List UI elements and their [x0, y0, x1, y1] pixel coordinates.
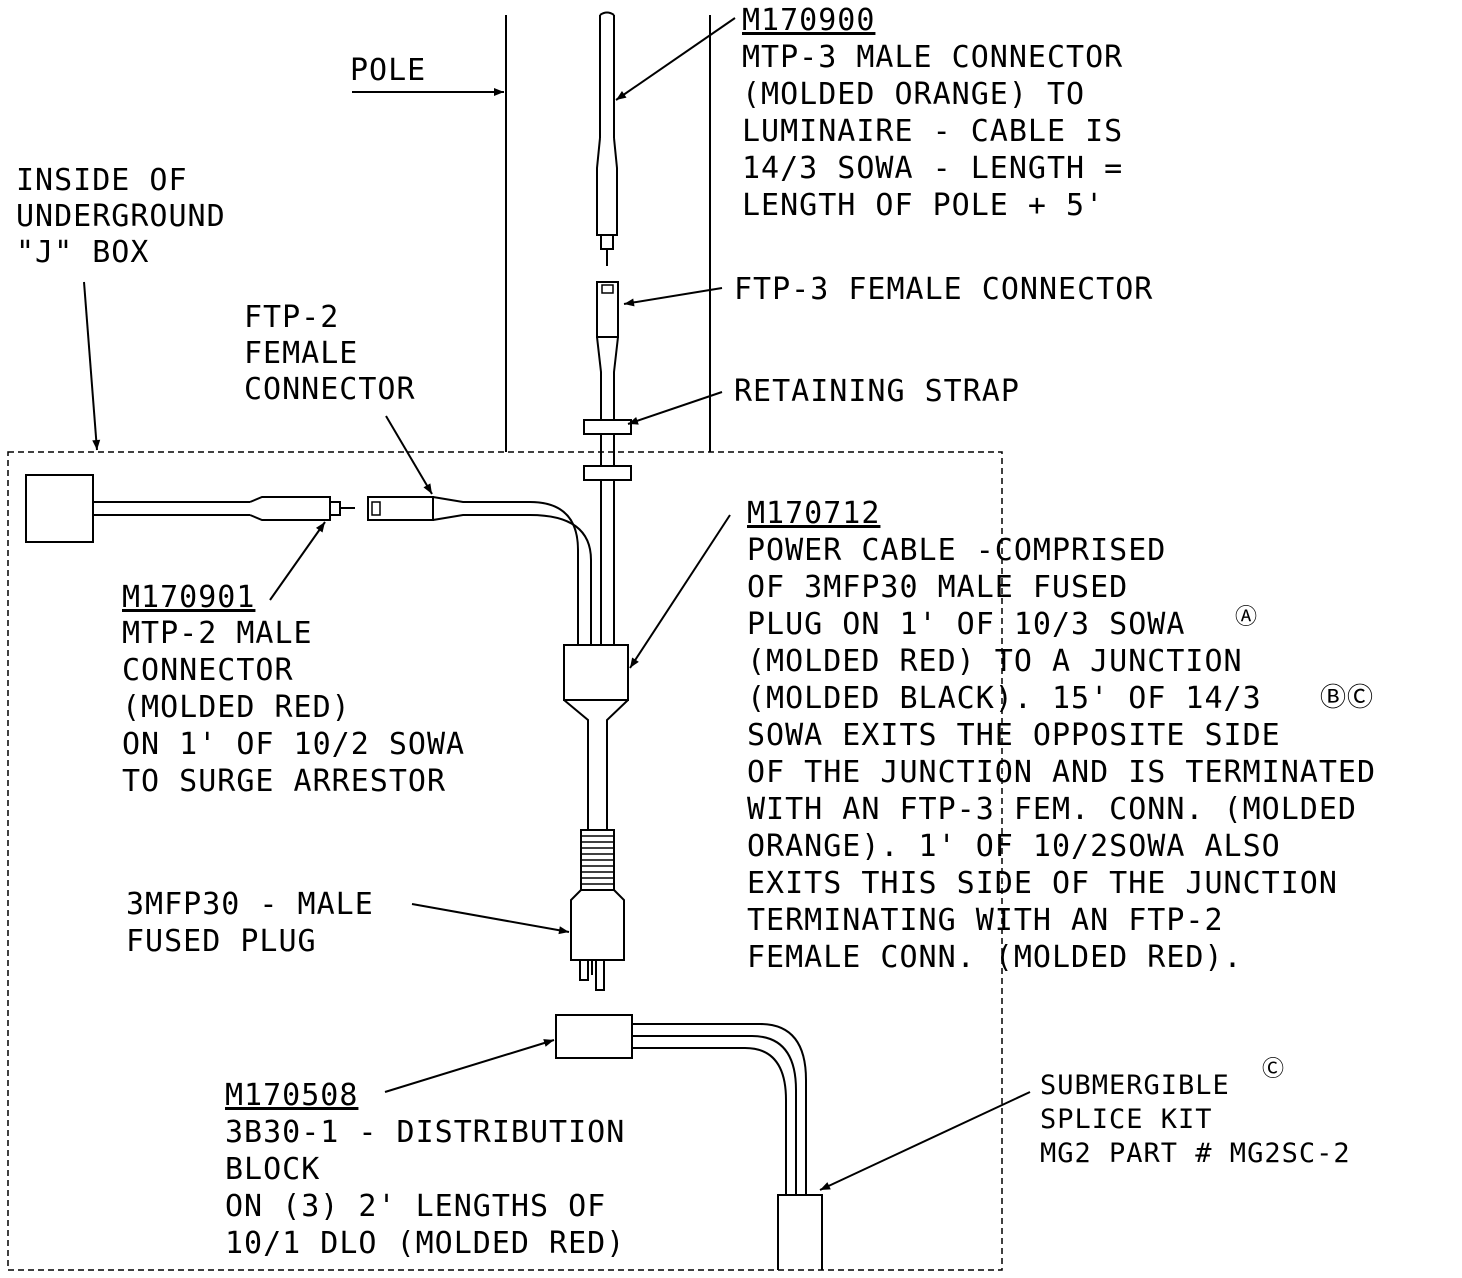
svg-text:BLOCK: BLOCK	[225, 1152, 320, 1187]
svg-text:PLUG ON 1' OF 10/3 SOWA: PLUG ON 1' OF 10/3 SOWA	[747, 607, 1185, 642]
ftp3-label: FTP-3 FEMALE CONNECTOR	[734, 272, 1153, 307]
svg-text:WITH AN FTP-3 FEM. CONN. (MOLD: WITH AN FTP-3 FEM. CONN. (MOLDED	[747, 792, 1357, 827]
pole-outline	[505, 15, 711, 452]
splice-callout: SUBMERGIBLE Ⓒ SPLICE KIT MG2 PART # MG2S…	[1040, 1057, 1351, 1169]
pole-label: POLE	[350, 53, 426, 88]
svg-text:EXITS THIS SIDE OF THE JUNCTIO: EXITS THIS SIDE OF THE JUNCTION	[747, 866, 1338, 901]
svg-text:(MOLDED RED) TO A JUNCTION: (MOLDED RED) TO A JUNCTION	[747, 644, 1243, 679]
retaining-strap-lower	[583, 465, 632, 481]
svg-text:TO SURGE ARRESTOR: TO SURGE ARRESTOR	[122, 764, 446, 799]
m170901-callout: M170901 MTP-2 MALE CONNECTOR (MOLDED RED…	[122, 580, 465, 799]
part-number: M170712	[747, 496, 880, 531]
j-box-label: INSIDE OF UNDERGROUND "J" BOX	[16, 163, 226, 270]
svg-text:MTP-2 MALE: MTP-2 MALE	[122, 616, 313, 651]
svg-text:ON 1' OF 10/2 SOWA: ON 1' OF 10/2 SOWA	[122, 727, 465, 762]
svg-text:(MOLDED BLACK). 15' OF 14/3: (MOLDED BLACK). 15' OF 14/3	[747, 681, 1262, 716]
svg-text:(MOLDED ORANGE) TO: (MOLDED ORANGE) TO	[742, 77, 1085, 112]
svg-text:INSIDE OF: INSIDE OF	[16, 163, 188, 198]
svg-text:UNDERGROUND: UNDERGROUND	[16, 199, 226, 234]
molded-junction	[563, 644, 629, 830]
m170508-callout: M170508 3B30-1 - DISTRIBUTION BLOCK ON (…	[225, 1078, 625, 1261]
svg-text:CONNECTOR: CONNECTOR	[244, 372, 416, 407]
part-number: M170901	[122, 580, 255, 615]
surge-arrestor	[25, 474, 355, 543]
splice-kit	[777, 1194, 823, 1270]
m170900-callout: M170900 MTP-3 MALE CONNECTOR (MOLDED ORA…	[742, 3, 1123, 223]
part-number: M170900	[742, 3, 875, 38]
fused-plug	[570, 829, 625, 991]
m170712-callout: M170712 POWER CABLE -COMPRISED OF 3MFP30…	[747, 496, 1376, 975]
svg-text:LENGTH OF POLE + 5': LENGTH OF POLE + 5'	[742, 188, 1104, 223]
retaining-strap-upper	[583, 419, 632, 435]
svg-text:SUBMERGIBLE: SUBMERGIBLE	[1040, 1070, 1230, 1101]
part-number: M170508	[225, 1078, 358, 1113]
svg-text:14/3 SOWA - LENGTH =: 14/3 SOWA - LENGTH =	[742, 151, 1123, 186]
svg-text:10/1 DLO (MOLDED RED): 10/1 DLO (MOLDED RED)	[225, 1226, 625, 1261]
svg-text:SOWA EXITS THE OPPOSITE SIDE: SOWA EXITS THE OPPOSITE SIDE	[747, 718, 1281, 753]
svg-text:FEMALE: FEMALE	[244, 336, 358, 371]
plug-callout: 3MFP30 - MALE FUSED PLUG	[126, 887, 374, 959]
svg-text:TERMINATING WITH AN FTP-2: TERMINATING WITH AN FTP-2	[747, 903, 1224, 938]
svg-text:3MFP30 - MALE: 3MFP30 - MALE	[126, 887, 374, 922]
svg-text:ON (3) 2' LENGTHS OF: ON (3) 2' LENGTHS OF	[225, 1189, 606, 1224]
mtp3-male-connector	[596, 11, 618, 266]
svg-text:MTP-3 MALE CONNECTOR: MTP-3 MALE CONNECTOR	[742, 40, 1123, 75]
svg-text:FEMALE CONN. (MOLDED RED).: FEMALE CONN. (MOLDED RED).	[747, 940, 1243, 975]
svg-text:MG2 PART # MG2SC-2: MG2 PART # MG2SC-2	[1040, 1138, 1351, 1169]
ftp2-callout: FTP-2 FEMALE CONNECTOR	[244, 300, 416, 407]
svg-text:SPLICE KIT: SPLICE KIT	[1040, 1104, 1213, 1135]
svg-text:"J" BOX: "J" BOX	[16, 235, 149, 270]
svg-text:CONNECTOR: CONNECTOR	[122, 653, 294, 688]
svg-text:3B30-1 - DISTRIBUTION: 3B30-1 - DISTRIBUTION	[225, 1115, 625, 1150]
svg-text:OF 3MFP30 MALE FUSED: OF 3MFP30 MALE FUSED	[747, 570, 1128, 605]
svg-text:LUMINAIRE - CABLE IS: LUMINAIRE - CABLE IS	[742, 114, 1123, 149]
svg-text:(MOLDED RED): (MOLDED RED)	[122, 690, 351, 725]
svg-text:POWER CABLE -COMPRISED: POWER CABLE -COMPRISED	[747, 533, 1166, 568]
ftp3-female-connector	[596, 281, 619, 420]
note-c-marker: Ⓒ	[1262, 1057, 1285, 1082]
leader-lines	[83, 17, 1031, 1191]
note-bc-marker: ⒷⒸ	[1320, 683, 1374, 713]
note-a-marker: Ⓐ	[1235, 605, 1258, 630]
svg-text:ORANGE). 1' OF 10/2SOWA ALSO: ORANGE). 1' OF 10/2SOWA ALSO	[747, 829, 1281, 864]
svg-text:FUSED PLUG: FUSED PLUG	[126, 924, 317, 959]
retaining-strap-label: RETAINING STRAP	[734, 374, 1020, 409]
distribution-block	[555, 1014, 807, 1195]
j-box-boundary	[7, 451, 1003, 1271]
svg-text:OF THE JUNCTION AND IS TERMINA: OF THE JUNCTION AND IS TERMINATED	[747, 755, 1376, 790]
ftp2-female-connector	[367, 496, 592, 645]
svg-text:FTP-2: FTP-2	[244, 300, 339, 335]
